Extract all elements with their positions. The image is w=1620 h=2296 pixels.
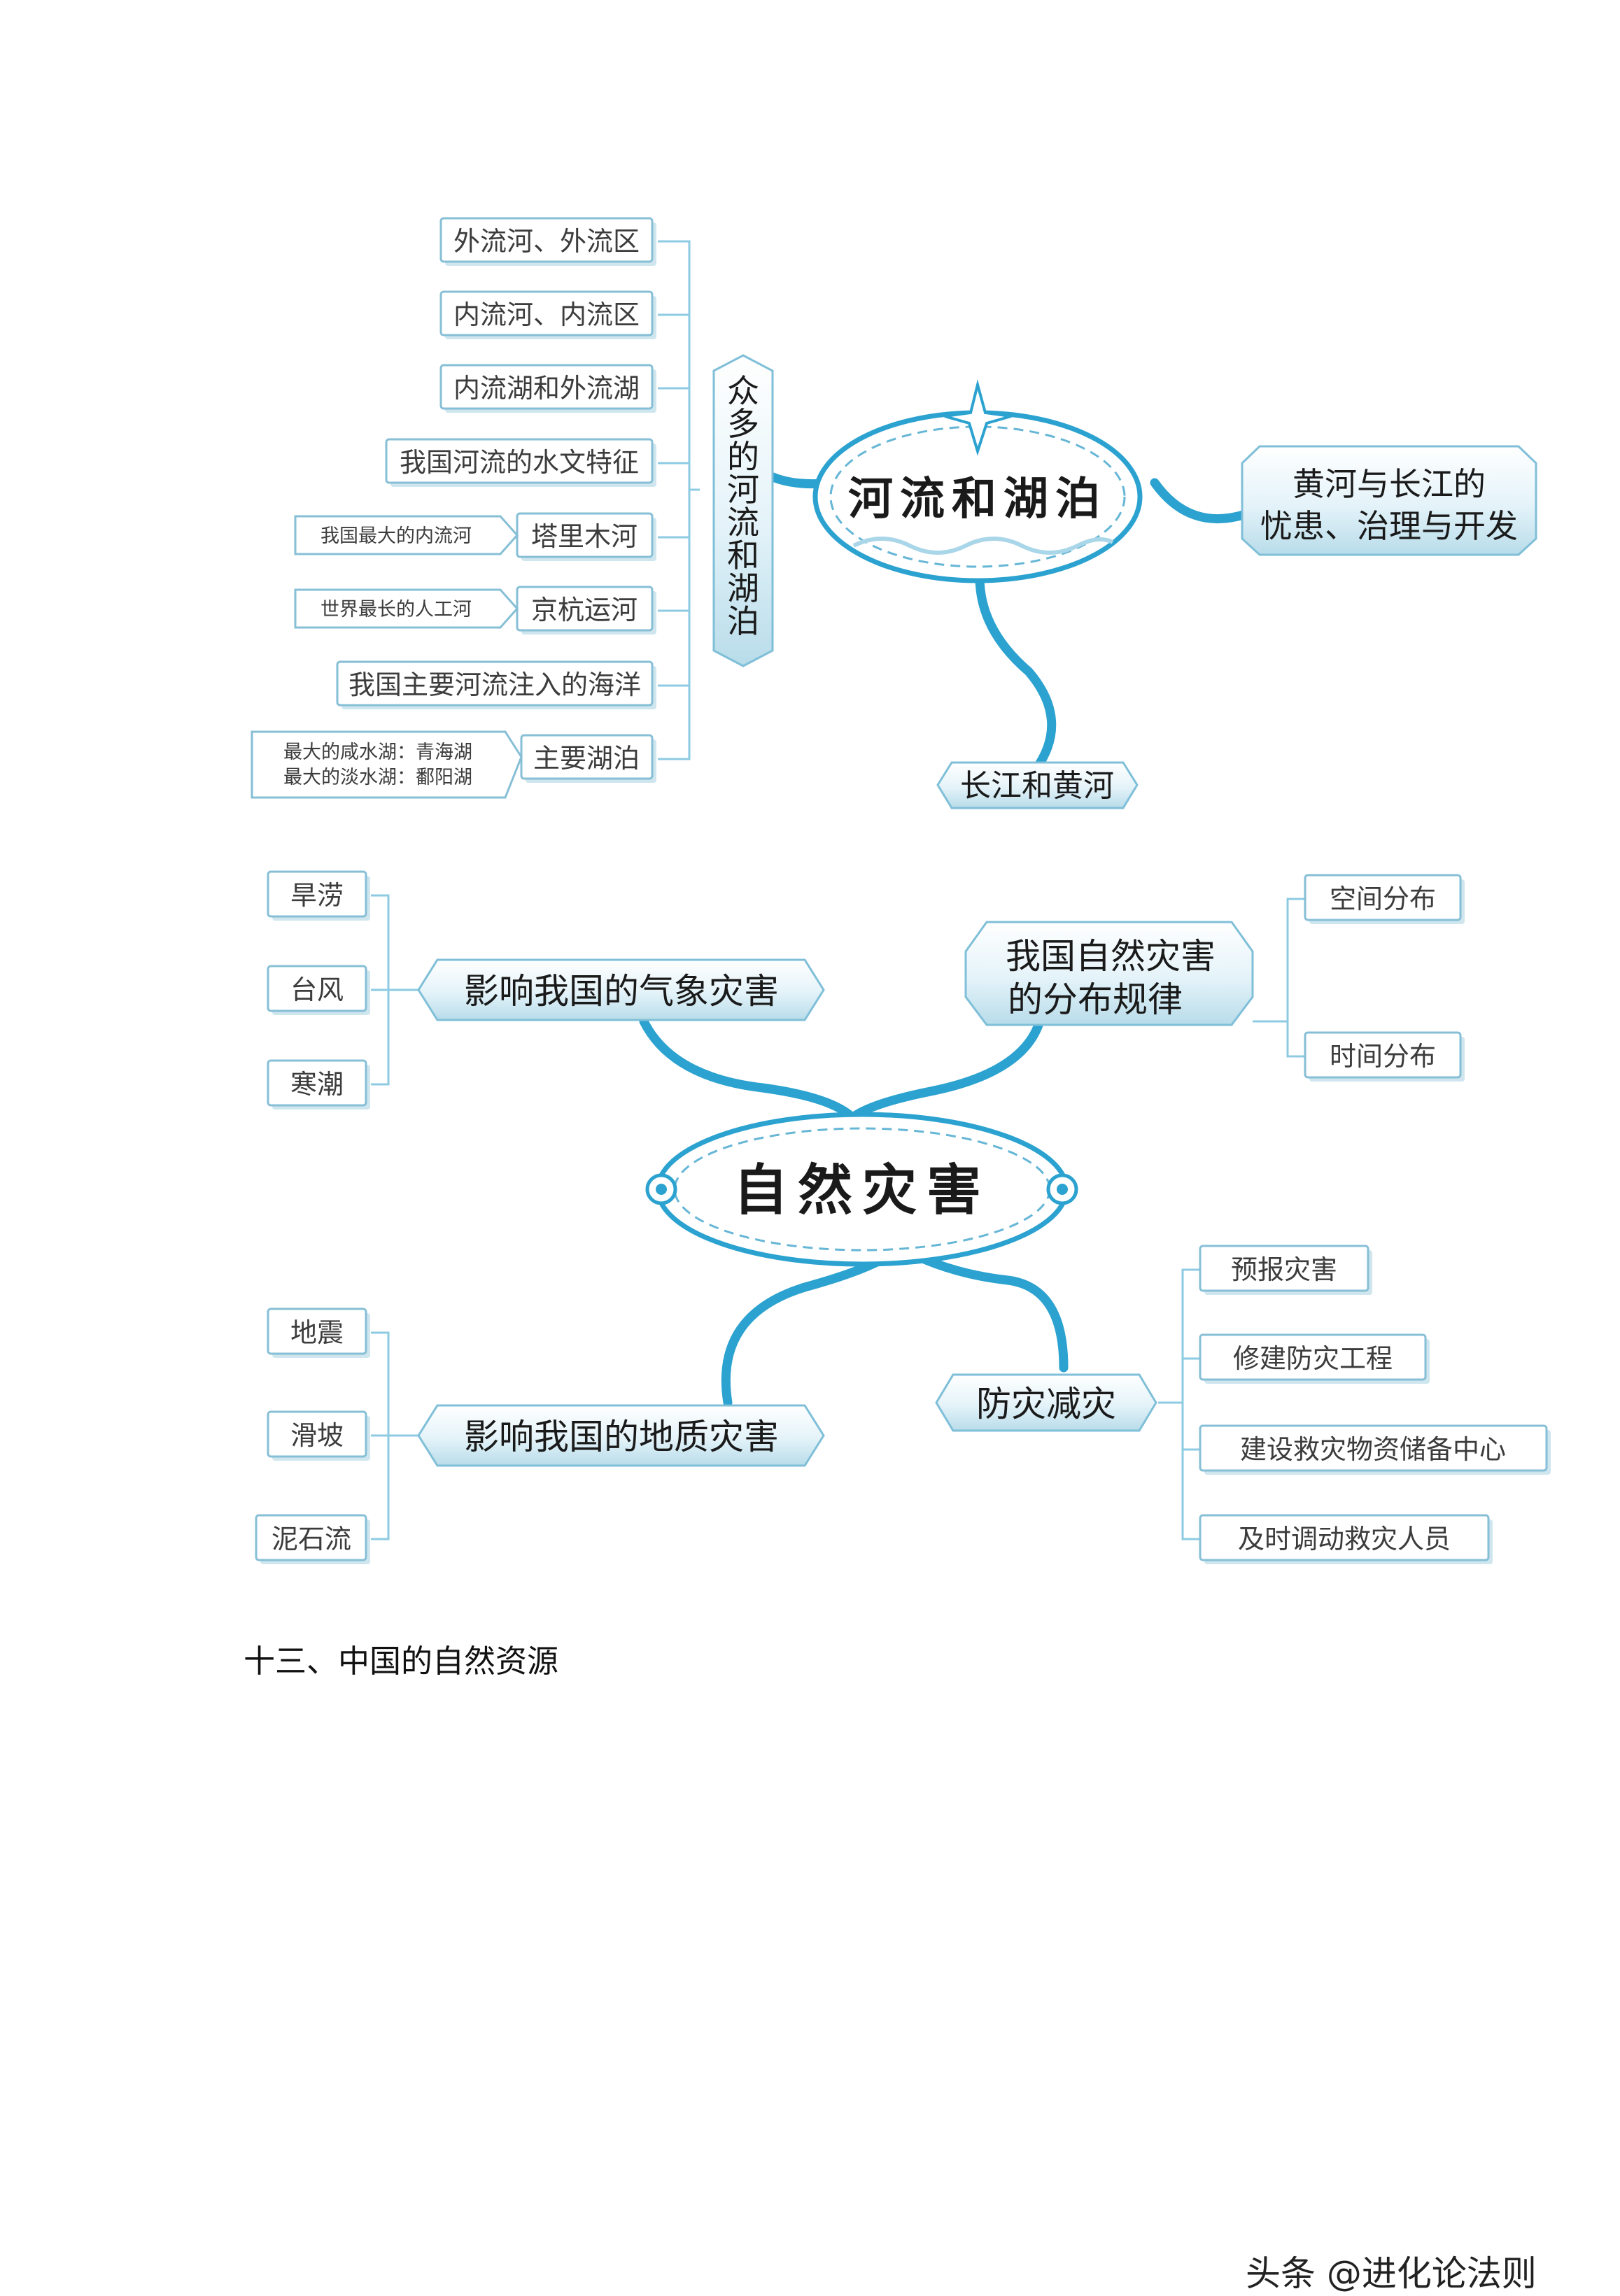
branch-weather-label: 影响我国的气象灾害 <box>464 971 779 1012</box>
leaf-dispatch-rescuers: 及时调动救灾人员 <box>1238 1524 1451 1554</box>
leaf-relief-reserve-center: 建设救灾物资储备中心 <box>1240 1434 1506 1465</box>
branch-distribution: 我国自然灾害 的分布规律 <box>964 921 1254 1026</box>
distribution-leaves: 空间分布 时间分布 <box>1304 874 1465 1082</box>
leaf-build-engineering: 修建防灾工程 <box>1233 1343 1393 1374</box>
branch-distribution-line1: 我国自然灾害 <box>1006 936 1216 977</box>
leaf-tarim-river: 塔里木河 <box>531 521 638 552</box>
branch-vertical-label: 众多的河流和湖泊 <box>727 372 759 640</box>
geology-leaves: 地震 滑坡 泥石流 <box>255 1308 370 1564</box>
leaf-cold-wave: 寒潮 <box>290 1069 344 1100</box>
weather-leaves: 旱涝 台风 寒潮 <box>267 870 370 1110</box>
leaf-hydrological-features: 我国河流的水文特征 <box>400 447 639 478</box>
branch-yellow-yangtze-issues: 黄河与长江的 忧患、治理与开发 <box>1241 445 1537 556</box>
leaf-drought-flood: 旱涝 <box>290 880 344 911</box>
leaves-bracket <box>658 240 700 760</box>
branch-weather-disasters: 影响我国的气象灾害 <box>417 958 825 1021</box>
leaf-debris-flow: 泥石流 <box>272 1524 351 1554</box>
leaf-typhoon: 台风 <box>290 975 344 1005</box>
disasters-center-node: 自然灾害 <box>645 1112 1078 1267</box>
leaf-major-lakes: 主要湖泊 <box>533 743 640 774</box>
disasters-map: 旱涝 台风 寒潮 影响我国的气象灾害 我国自然灾害 的分布规律 空间分布 <box>255 870 1551 1564</box>
leaf-rivers-to-seas: 我国主要河流注入的海洋 <box>348 669 641 700</box>
connector-distribution <box>842 1002 1048 1128</box>
leaf-landslide: 滑坡 <box>290 1420 344 1451</box>
leaf-earthquake: 地震 <box>290 1317 344 1348</box>
branch-distribution-line2: 的分布规律 <box>1008 979 1183 1020</box>
branch-geology-disasters: 影响我国的地质灾害 <box>417 1404 825 1467</box>
rivers-center-node: 河流和湖泊 <box>812 379 1143 583</box>
note-longest-canal: 世界最长的人工河 <box>321 599 472 621</box>
connector-prevention <box>891 1240 1069 1373</box>
branch-right-line1: 黄河与长江的 <box>1293 465 1486 503</box>
leaf-spatial-distribution: 空间分布 <box>1330 884 1436 914</box>
connector-weather <box>639 1016 862 1128</box>
prevention-leaves: 预报灾害 修建防灾工程 建设救灾物资储备中心 及时调动救灾人员 <box>1199 1245 1551 1564</box>
weather-bracket <box>371 894 420 1086</box>
connector-center-bottom <box>975 572 1057 774</box>
branch-prevention-label: 防灾减灾 <box>976 1384 1116 1424</box>
leaf-forecast: 预报灾害 <box>1231 1254 1337 1285</box>
connector-geology <box>721 1240 908 1408</box>
prevention-bracket <box>1158 1268 1200 1540</box>
branch-prevention: 防灾减灾 <box>935 1373 1157 1432</box>
leaf-grand-canal: 京杭运河 <box>531 595 638 625</box>
branch-geology-label: 影响我国的地质灾害 <box>464 1417 779 1457</box>
branch-right-line2: 忧患、治理与开发 <box>1260 507 1518 545</box>
leaf-exterior-rivers: 外流河、外流区 <box>453 226 640 257</box>
leaf-temporal-distribution: 时间分布 <box>1330 1041 1436 1072</box>
leaf-interior-rivers: 内流河、内流区 <box>453 299 640 330</box>
connector-center-right <box>1150 478 1251 523</box>
note-largest-fresh-lake: 最大的淡水湖：鄱阳湖 <box>283 767 472 788</box>
note-largest-inland-river: 我国最大的内流河 <box>321 525 472 547</box>
note-largest-salt-lake: 最大的咸水湖：青海湖 <box>283 742 472 763</box>
section-heading: 十三、中国的自然资源 <box>244 1643 559 1680</box>
branch-yangtze-yellow: 长江和黄河 <box>936 761 1139 809</box>
river-notes: 我国最大的内流河 世界最长的人工河 最大的咸水湖：青海湖 最大的淡水湖：鄱阳湖 <box>251 515 523 799</box>
distribution-bracket-2 <box>1286 899 1305 1058</box>
distribution-bracket <box>1253 898 1305 1056</box>
rivers-lakes-map: 众多的河流和湖泊 外流河、外流区 内流河、内流区 内流湖和外流湖 我国河流的水文… <box>251 217 1537 809</box>
branch-rivers-lakes-vertical: 众多的河流和湖泊 <box>712 354 774 667</box>
leaf-lake-types: 内流湖和外流湖 <box>453 373 640 404</box>
rivers-center-title: 河流和湖泊 <box>848 473 1107 525</box>
watermark: 头条 @进化论法则 <box>1246 2253 1537 2294</box>
star-icon <box>944 379 1012 456</box>
geology-bracket <box>371 1331 420 1540</box>
branch-bottom-label: 长江和黄河 <box>960 768 1114 804</box>
river-leaves: 外流河、外流区 内流河、内流区 内流湖和外流湖 我国河流的水文特征 塔里木河 京… <box>336 217 656 783</box>
disasters-center-title: 自然灾害 <box>733 1158 991 1222</box>
